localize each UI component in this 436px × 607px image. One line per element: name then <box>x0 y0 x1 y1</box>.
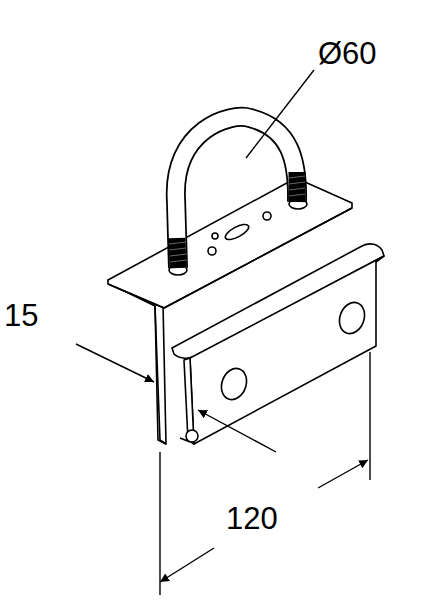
dimension-arrow <box>198 410 276 452</box>
leader-line <box>246 70 314 158</box>
small-hole <box>208 247 216 255</box>
channel-face <box>190 256 384 444</box>
slot-hole <box>223 221 251 242</box>
thickness-dimension: 15 <box>4 300 38 331</box>
dimension-arrow <box>318 460 368 488</box>
extension-line <box>369 352 370 480</box>
extension-line <box>159 452 160 595</box>
lower-lip <box>186 430 198 442</box>
plate-edge <box>155 306 166 444</box>
diameter-dimension: Ø60 <box>318 38 377 69</box>
channel-hole <box>335 299 368 337</box>
small-hole <box>212 233 218 239</box>
small-hole <box>263 212 271 220</box>
dimension-arrow <box>76 344 154 382</box>
dimension-lines <box>76 70 370 595</box>
channel-hole <box>217 365 250 403</box>
bracket-body <box>108 178 384 444</box>
length-dimension: 120 <box>226 503 278 534</box>
dimension-arrow <box>160 548 214 582</box>
u-bolt <box>169 117 305 268</box>
